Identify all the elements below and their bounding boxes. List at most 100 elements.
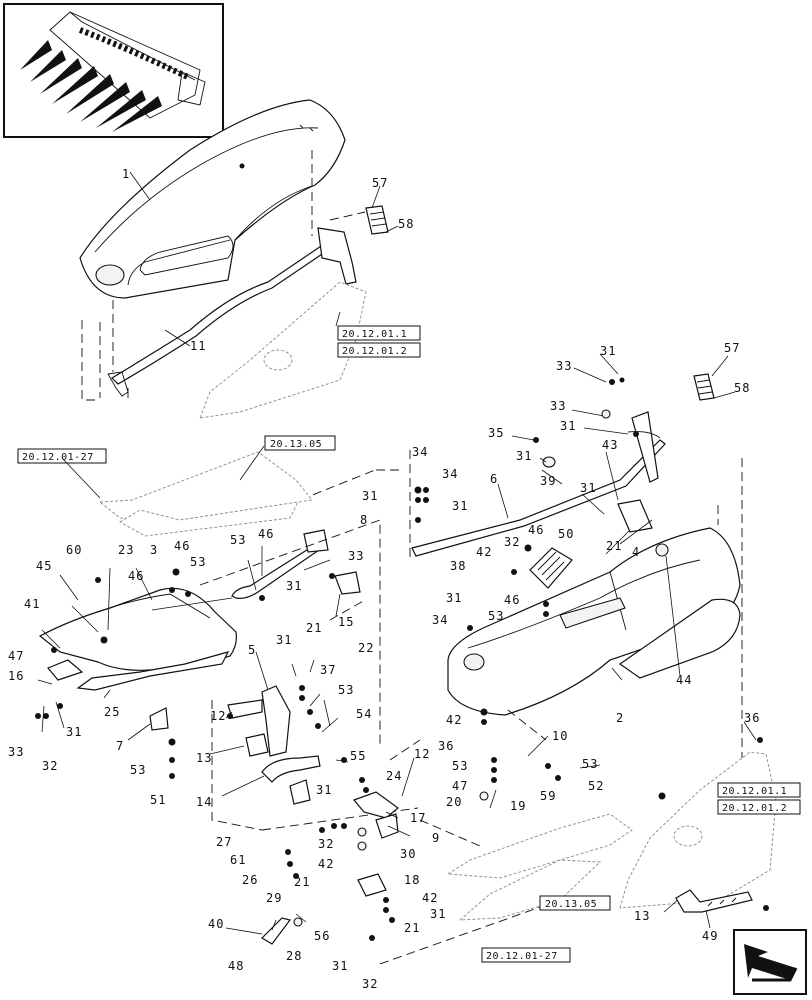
callout-6[interactable]: 6 xyxy=(490,472,498,486)
callout-54[interactable]: 54 xyxy=(356,707,372,721)
callout-24[interactable]: 24 xyxy=(386,769,402,783)
reference-box[interactable]: 20.12.01.1 xyxy=(337,325,421,341)
callout-57[interactable]: 57 xyxy=(372,176,388,190)
callout-41[interactable]: 41 xyxy=(24,597,40,611)
callout-27[interactable]: 27 xyxy=(216,835,232,849)
callout-4[interactable]: 4 xyxy=(632,545,640,559)
callout-55[interactable]: 55 xyxy=(350,749,366,763)
reference-box[interactable]: 20.12.01.1 xyxy=(717,782,801,798)
callout-38[interactable]: 38 xyxy=(450,559,466,573)
callout-57[interactable]: 57 xyxy=(724,341,740,355)
callout-44[interactable]: 44 xyxy=(676,673,692,687)
callout-13[interactable]: 13 xyxy=(196,751,212,765)
callout-53[interactable]: 53 xyxy=(190,555,206,569)
callout-31[interactable]: 31 xyxy=(580,481,596,495)
callout-15[interactable]: 15 xyxy=(338,615,354,629)
callout-53[interactable]: 53 xyxy=(582,757,598,771)
callout-19[interactable]: 19 xyxy=(510,799,526,813)
callout-31[interactable]: 31 xyxy=(276,633,292,647)
callout-52[interactable]: 52 xyxy=(588,779,604,793)
callout-33[interactable]: 33 xyxy=(556,359,572,373)
callout-51[interactable]: 51 xyxy=(150,793,166,807)
callout-31[interactable]: 31 xyxy=(66,725,82,739)
callout-32[interactable]: 32 xyxy=(42,759,58,773)
reference-box[interactable]: 20.12.01.2 xyxy=(717,799,801,815)
callout-46[interactable]: 46 xyxy=(504,593,520,607)
callout-40[interactable]: 40 xyxy=(208,917,224,931)
callout-32[interactable]: 32 xyxy=(318,837,334,851)
callout-31[interactable]: 31 xyxy=(452,499,468,513)
callout-53[interactable]: 53 xyxy=(338,683,354,697)
callout-9[interactable]: 9 xyxy=(432,831,440,845)
callout-53[interactable]: 53 xyxy=(488,609,504,623)
callout-32[interactable]: 32 xyxy=(362,977,378,991)
callout-59[interactable]: 59 xyxy=(540,789,556,803)
callout-47[interactable]: 47 xyxy=(8,649,24,663)
reference-box[interactable]: 20.13.05 xyxy=(264,435,336,451)
callout-42[interactable]: 42 xyxy=(422,891,438,905)
callout-61[interactable]: 61 xyxy=(230,853,246,867)
callout-21[interactable]: 21 xyxy=(404,921,420,935)
callout-34[interactable]: 34 xyxy=(432,613,448,627)
reference-box[interactable]: 20.12.01-27 xyxy=(17,448,107,464)
reference-box[interactable]: 20.12.01-27 xyxy=(481,947,571,963)
callout-20[interactable]: 20 xyxy=(446,795,462,809)
callout-12[interactable]: 12 xyxy=(414,747,430,761)
callout-16[interactable]: 16 xyxy=(8,669,24,683)
callout-60[interactable]: 60 xyxy=(66,543,82,557)
callout-17[interactable]: 17 xyxy=(410,811,426,825)
callout-39[interactable]: 39 xyxy=(540,474,556,488)
callout-11[interactable]: 11 xyxy=(190,339,206,353)
callout-48[interactable]: 48 xyxy=(228,959,244,973)
callout-33[interactable]: 33 xyxy=(550,399,566,413)
callout-2[interactable]: 2 xyxy=(616,711,624,725)
callout-53[interactable]: 53 xyxy=(230,533,246,547)
callout-13[interactable]: 13 xyxy=(634,909,650,923)
callout-14[interactable]: 14 xyxy=(196,795,212,809)
callout-31[interactable]: 31 xyxy=(560,419,576,433)
callout-33[interactable]: 33 xyxy=(8,745,24,759)
callout-53[interactable]: 53 xyxy=(452,759,468,773)
callout-22[interactable]: 22 xyxy=(358,641,374,655)
callout-31[interactable]: 31 xyxy=(332,959,348,973)
callout-37[interactable]: 37 xyxy=(320,663,336,677)
callout-31[interactable]: 31 xyxy=(430,907,446,921)
callout-42[interactable]: 42 xyxy=(476,545,492,559)
callout-35[interactable]: 35 xyxy=(488,426,504,440)
callout-8[interactable]: 8 xyxy=(360,513,368,527)
callout-31[interactable]: 31 xyxy=(600,344,616,358)
callout-50[interactable]: 50 xyxy=(558,527,574,541)
callout-36[interactable]: 36 xyxy=(438,739,454,753)
callout-23[interactable]: 23 xyxy=(118,543,134,557)
callout-33[interactable]: 33 xyxy=(348,549,364,563)
callout-46[interactable]: 46 xyxy=(174,539,190,553)
callout-31[interactable]: 31 xyxy=(286,579,302,593)
callout-46[interactable]: 46 xyxy=(128,569,144,583)
reference-box[interactable]: 20.13.05 xyxy=(539,895,611,911)
callout-45[interactable]: 45 xyxy=(36,559,52,573)
callout-56[interactable]: 56 xyxy=(314,929,330,943)
callout-58[interactable]: 58 xyxy=(734,381,750,395)
callout-42[interactable]: 42 xyxy=(318,857,334,871)
callout-34[interactable]: 34 xyxy=(442,467,458,481)
callout-32[interactable]: 32 xyxy=(504,535,520,549)
callout-43[interactable]: 43 xyxy=(602,438,618,452)
callout-21[interactable]: 21 xyxy=(606,539,622,553)
callout-21[interactable]: 21 xyxy=(294,875,310,889)
callout-58[interactable]: 58 xyxy=(398,217,414,231)
previous-page-arrow-icon[interactable] xyxy=(733,929,807,995)
callout-25[interactable]: 25 xyxy=(104,705,120,719)
callout-31[interactable]: 31 xyxy=(362,489,378,503)
callout-26[interactable]: 26 xyxy=(242,873,258,887)
callout-7[interactable]: 7 xyxy=(116,739,124,753)
callout-30[interactable]: 30 xyxy=(400,847,416,861)
callout-29[interactable]: 29 xyxy=(266,891,282,905)
callout-34[interactable]: 34 xyxy=(412,445,428,459)
callout-42[interactable]: 42 xyxy=(446,713,462,727)
callout-10[interactable]: 10 xyxy=(552,729,568,743)
callout-31[interactable]: 31 xyxy=(316,783,332,797)
callout-21[interactable]: 21 xyxy=(306,621,322,635)
callout-18[interactable]: 18 xyxy=(404,873,420,887)
reference-box[interactable]: 20.12.01.2 xyxy=(337,342,421,358)
callout-49[interactable]: 49 xyxy=(702,929,718,943)
